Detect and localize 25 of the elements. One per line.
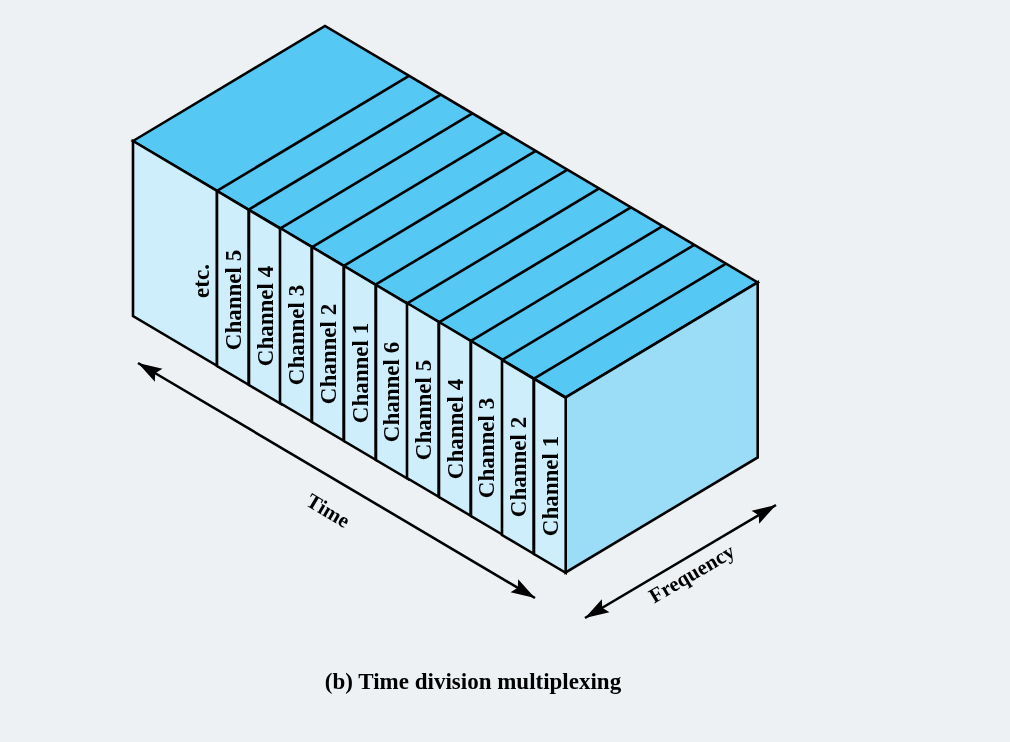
slot-label: Channel 2: [506, 416, 530, 517]
time-slot: [217, 190, 249, 385]
figure-caption: (b) Time division multiplexing: [324, 669, 622, 695]
slot-label: Channel 5: [221, 249, 245, 350]
slot-label: Channel 1: [348, 322, 372, 423]
slot-label: etc.: [189, 263, 213, 298]
time-slot: [470, 341, 503, 535]
slot-label: Channel 1: [538, 435, 562, 536]
time-slot: [280, 228, 313, 423]
slot-label: Channel 4: [443, 379, 467, 480]
time-slot: [375, 284, 408, 479]
time-slot: [343, 265, 376, 460]
slot-label: Channel 6: [379, 341, 403, 442]
time-slot: [502, 359, 534, 554]
time-slot: [438, 322, 471, 517]
time-slot: [534, 378, 566, 573]
time-slot: [248, 209, 281, 404]
slot-label: Channel 5: [411, 360, 435, 461]
slot-label: Channel 4: [253, 266, 277, 367]
slot-label: Channel 3: [284, 285, 308, 386]
slot-label: Channel 2: [316, 303, 340, 405]
time-slot: [312, 247, 344, 441]
slot-label: Channel 3: [474, 397, 498, 499]
time-slot: [407, 303, 439, 498]
axis-label: Time: [302, 490, 354, 532]
